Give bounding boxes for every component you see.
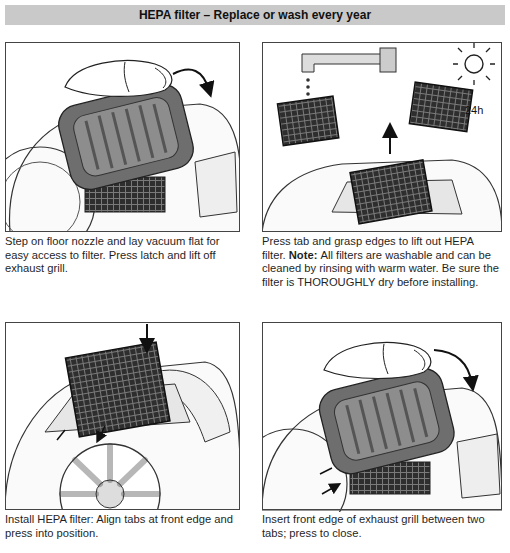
vacuum-grill-removal-part-part (85, 102, 166, 171)
illustration-panel: Press tab and grasp edges to lift out HE… (262, 42, 502, 232)
step-caption: Step on floor nozzle and lay vacuum flat… (5, 235, 238, 276)
filter-washing (262, 43, 502, 232)
grill-closing-part-part (346, 386, 427, 455)
grill-closing-part (320, 468, 336, 494)
filter-washing-part (277, 96, 338, 145)
filter-washing-part (409, 82, 472, 132)
vacuum-grill-removal-part (5, 162, 80, 232)
grill-closing-part-part (315, 364, 458, 478)
drying-time-label: 24h (465, 104, 483, 116)
caption-text: Install HEPA filter: Align tabs at front… (5, 513, 233, 539)
filter-washing-part (350, 160, 432, 224)
vacuum-grill-removal-part-part (71, 95, 181, 179)
filter-installation-part-part (65, 342, 169, 437)
filter-installation (5, 324, 240, 510)
filter-installation-part (60, 444, 160, 510)
grill-closing-part (434, 350, 472, 384)
illustration-panel: Step on floor nozzle and lay vacuum flat… (5, 42, 240, 232)
vacuum-grill-removal-part (65, 61, 172, 97)
caption-text: Note: (289, 249, 318, 261)
filter-washing-part (302, 54, 382, 72)
step-caption: Install HEPA filter: Align tabs at front… (5, 513, 238, 540)
grill-closing-part (457, 434, 500, 498)
caption-text: Step on floor nozzle and lay vacuum flat… (5, 235, 220, 274)
filter-washing-part (380, 48, 396, 72)
vacuum-grill-removal-part (173, 70, 209, 90)
grill-closing-part-part (332, 379, 442, 463)
step-caption: Press tab and grasp edges to lift out HE… (262, 235, 500, 289)
grill-closing (262, 343, 502, 512)
filter-washing-part (262, 160, 502, 232)
vacuum-grill-removal-part (195, 152, 237, 217)
grill-closing-part (315, 364, 458, 478)
filter-washing-part (306, 85, 310, 89)
filter-washing-part-part (409, 82, 472, 132)
title-band: HEPA filter – Replace or wash every year (5, 5, 505, 25)
filter-installation-part (62, 446, 158, 494)
filter-washing-part (306, 92, 310, 96)
step-caption: Insert front edge of exhaust grill betwe… (262, 513, 500, 540)
filter-washing-part-part (350, 160, 432, 224)
illustration-panel: Insert front edge of exhaust grill betwe… (262, 322, 502, 510)
filter-washing-part (306, 78, 310, 82)
filter-washing-part-part (277, 96, 338, 145)
filter-installation-part (57, 426, 105, 440)
illustration-panel: Install HEPA filter: Align tabs at front… (5, 322, 240, 510)
vacuum-grill-removal-part (124, 62, 166, 92)
grill-closing-part (383, 344, 425, 374)
filter-washing-part (453, 43, 495, 85)
filter-installation-part (65, 342, 169, 437)
grill-closing-part (324, 343, 431, 379)
vacuum-grill-removal (5, 61, 240, 232)
title-text: HEPA filter – Replace or wash every year (139, 8, 371, 22)
filter-washing-part (465, 55, 483, 73)
caption-text: Insert front edge of exhaust grill betwe… (262, 513, 485, 539)
filter-installation-part (146, 324, 148, 346)
filter-washing-part (389, 130, 391, 154)
